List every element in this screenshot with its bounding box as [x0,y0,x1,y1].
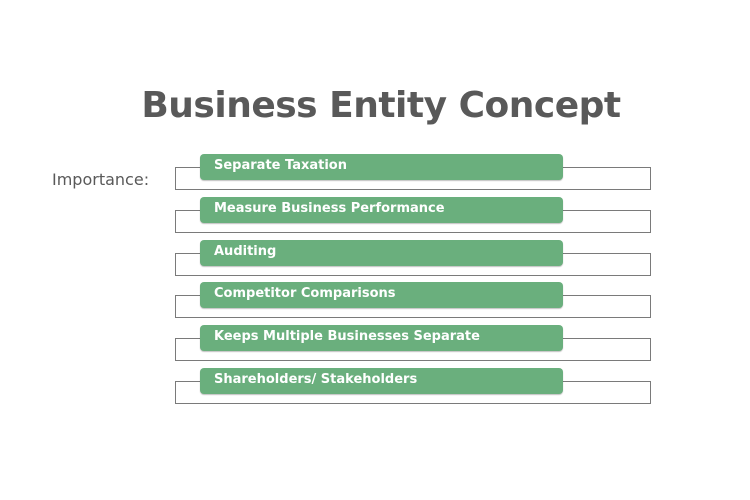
list-item: Auditing [0,240,750,280]
list-item: Competitor Comparisons [0,282,750,322]
item-label: Measure Business Performance [200,197,563,223]
item-label: Separate Taxation [200,154,563,180]
diagram-title: Business Entity Concept [141,85,621,126]
item-label: Keeps Multiple Businesses Separate [200,325,563,351]
item-label: Shareholders/ Stakeholders [200,368,563,394]
list-item: Separate Taxation [0,154,750,194]
item-label: Competitor Comparisons [200,282,563,308]
item-label: Auditing [200,240,563,266]
list-item: Shareholders/ Stakeholders [0,368,750,408]
importance-label: Importance: [52,170,150,189]
list-item: Measure Business Performance [0,197,750,237]
list-item: Keeps Multiple Businesses Separate [0,325,750,365]
